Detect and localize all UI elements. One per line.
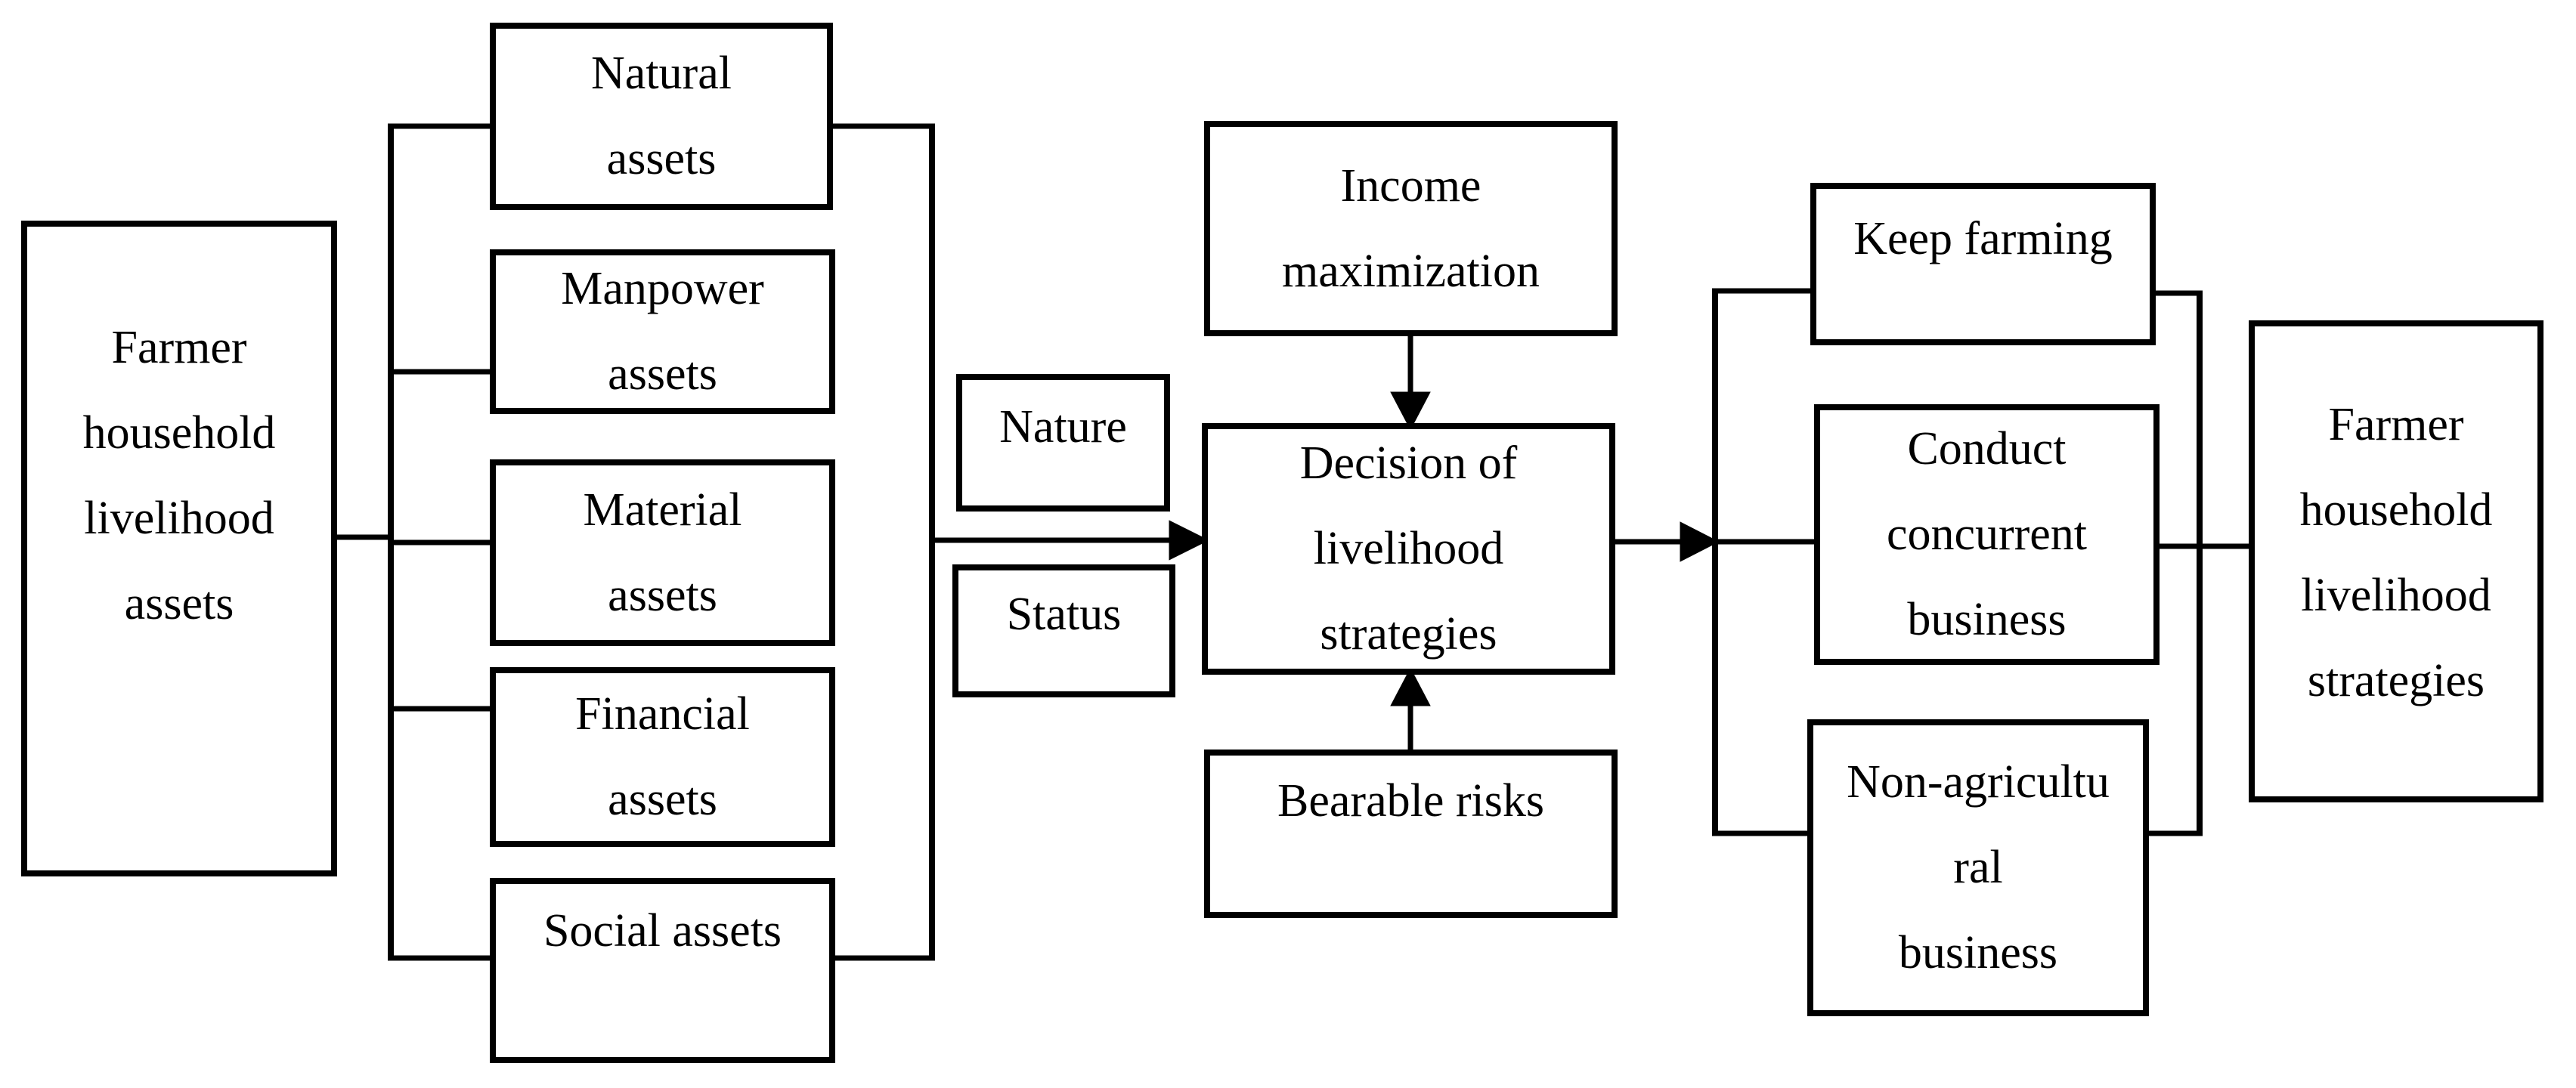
arrowhead-risks-to-decision (1390, 667, 1431, 706)
box-label-line: Farmer (111, 322, 247, 373)
box-label-line: Conduct (1907, 423, 2067, 474)
box-label-line: Non-agricultu (1847, 756, 2110, 808)
arrowhead-income-to-decision (1390, 391, 1431, 431)
box-label-line: Material (583, 484, 742, 536)
box-label-line: strategies (2307, 655, 2485, 706)
box-label-line: livelihood (1313, 523, 1504, 574)
box-label-line: assets (606, 133, 717, 184)
box-label-line: strategies (1320, 608, 1497, 660)
box-material-assets: Material assets (490, 459, 835, 646)
box-label-line: assets (608, 569, 717, 621)
box-label-line: household (2299, 484, 2493, 536)
box-label-line: ral (1953, 842, 2003, 893)
box-label-line: assets (124, 578, 234, 629)
box-label-line: Status (1006, 589, 1122, 640)
box-manpower-assets: Manpower assets (490, 249, 835, 414)
box-label-line: Bearable risks (1277, 775, 1544, 827)
box-label-line: Decision of (1299, 437, 1518, 489)
box-label-line: Natural (591, 48, 732, 99)
box-label-line: assets (608, 348, 717, 400)
box-label-line: Nature (999, 401, 1127, 453)
box-social-assets: Social assets (490, 878, 835, 1063)
box-status: Status (952, 564, 1175, 697)
box-label-line: business (1898, 927, 2058, 978)
box-keep-farming: Keep farming (1810, 183, 2156, 345)
box-non-agricultural-business: Non-agricultu ral business (1807, 719, 2149, 1016)
box-label-line: Financial (575, 688, 750, 740)
box-farmer-household-livelihood-assets: Farmer household livelihood assets (21, 221, 337, 876)
box-label-line: maximization (1282, 245, 1540, 297)
box-conduct-concurrent-business: Conduct concurrent business (1814, 404, 2160, 665)
box-bearable-risks: Bearable risks (1204, 750, 1618, 918)
box-label-line: livelihood (84, 493, 274, 544)
box-natural-assets: Natural assets (490, 23, 833, 210)
box-farmer-household-livelihood-strategies: Farmer household livelihood strategies (2249, 320, 2543, 802)
box-income-maximization: Income maximization (1204, 121, 1618, 336)
arrowhead-assets-to-decision (1169, 520, 1209, 561)
box-label-line: livelihood (2301, 570, 2491, 621)
box-label-line: Keep farming (1853, 213, 2113, 264)
arrowhead-decision-to-strategies (1680, 521, 1720, 562)
box-financial-assets: Financial assets (490, 667, 835, 847)
box-label-line: Farmer (2328, 399, 2464, 450)
box-label-line: assets (608, 774, 717, 825)
box-decision-of-livelihood-strategies: Decision of livelihood strategies (1202, 423, 1615, 675)
box-nature: Nature (956, 374, 1170, 512)
box-label-line: household (82, 407, 276, 459)
box-label-line: business (1907, 594, 2067, 645)
box-label-line: Income (1340, 159, 1482, 212)
box-label-line: concurrent (1886, 508, 2088, 560)
box-label-line: Manpower (561, 263, 764, 314)
box-label-line: Social assets (543, 905, 782, 957)
